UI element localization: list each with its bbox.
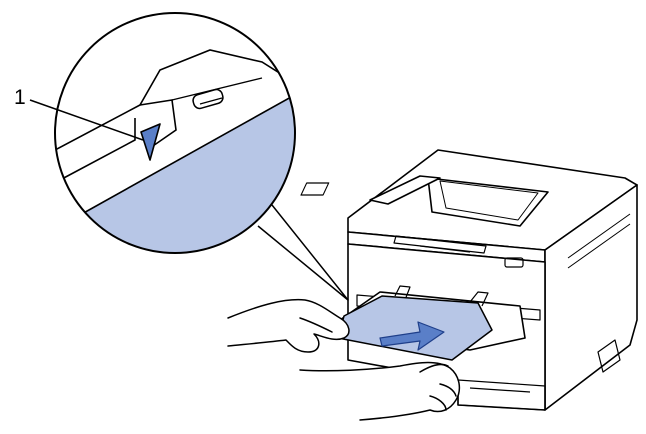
- lcd-display: [300, 182, 330, 196]
- left-thumb: [299, 317, 333, 333]
- output-tray-inner: [439, 180, 539, 221]
- power-button: [504, 257, 524, 268]
- callout-1: 1: [14, 86, 144, 141]
- callout-label: 1: [14, 86, 26, 109]
- side-ridge: [567, 213, 631, 269]
- front-slot: [393, 235, 487, 254]
- right-thumb: [419, 363, 449, 373]
- right-hand: [299, 361, 461, 421]
- right-fingers: [429, 383, 457, 411]
- front-slot-handle: [419, 245, 471, 253]
- left-hand: [227, 298, 350, 353]
- output-tray: [427, 177, 549, 227]
- feed-direction-arrow-icon: [379, 321, 445, 351]
- triangle-mark-icon: [140, 123, 161, 161]
- control-panel: [369, 175, 441, 205]
- magnified-housing: [55, 49, 295, 151]
- magnified-view: [54, 12, 296, 254]
- cassette-handle: [469, 387, 531, 393]
- hands: [227, 298, 461, 421]
- callout-leader-line: [29, 99, 144, 141]
- magnifier-connector: [257, 204, 349, 301]
- tray-guide-left: [394, 285, 411, 301]
- tray-guide-right: [469, 291, 489, 307]
- magnified-shaded-region: [55, 92, 295, 253]
- magnifier-ring: [54, 12, 296, 254]
- side-foot: [597, 339, 621, 373]
